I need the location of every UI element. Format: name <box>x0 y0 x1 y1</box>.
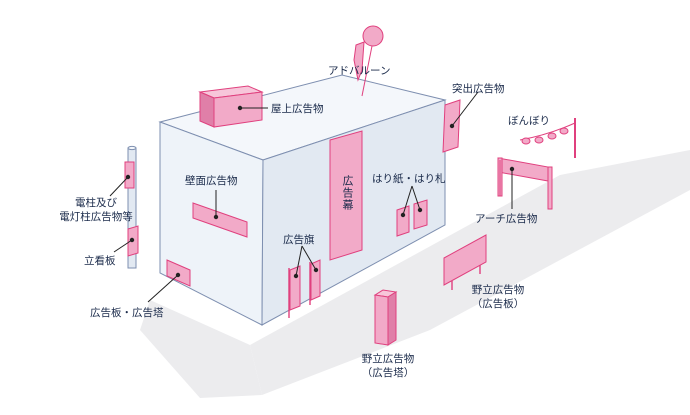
label-wall-ad: 壁面広告物 <box>185 175 238 187</box>
label-banner-curtain: 広告幕 <box>341 175 354 211</box>
label-ad-flag: 広告旗 <box>283 234 315 246</box>
banner-curtain <box>329 130 363 261</box>
label-standing-sign: 立看板 <box>84 255 116 267</box>
arch-ad <box>497 157 553 210</box>
label-field-tower: 野立広告物 （広告塔） <box>348 352 428 380</box>
poster-left <box>396 205 410 237</box>
field-tower <box>373 289 398 346</box>
rooftop-ad <box>198 85 264 128</box>
label-field-board: 野立広告物 （広告板） <box>458 283 538 311</box>
ad-balloon <box>353 25 384 97</box>
utility-pole <box>124 145 137 269</box>
bonbori-lanterns <box>519 118 576 158</box>
ground-shadow-road <box>250 150 690 395</box>
label-pole-ad-line2: 電灯柱広告物等 <box>59 211 133 223</box>
label-field-board-line2: （広告板） <box>471 298 525 310</box>
label-field-board-line1: 野立広告物 <box>471 284 525 296</box>
label-bonbori: ぼんぼり <box>508 115 550 127</box>
label-field-tower-line2: （広告塔） <box>361 367 415 379</box>
field-billboard <box>443 234 487 290</box>
label-field-tower-line1: 野立広告物 <box>361 353 415 365</box>
label-pole-ad-line1: 電柱及び <box>75 197 117 209</box>
label-posters: はり紙・はり札 <box>372 173 446 185</box>
label-rooftop-ad: 屋上広告物 <box>271 103 324 115</box>
label-ad-balloon: アドバルーン <box>328 65 391 77</box>
poster-right <box>413 199 428 230</box>
ground-shadow <box>140 300 262 398</box>
label-protruding-ad: 突出広告物 <box>452 83 505 95</box>
label-arch-ad: アーチ広告物 <box>475 213 538 225</box>
wall-ad <box>192 202 248 238</box>
label-billboard-tower: 広告板・広告塔 <box>90 307 164 319</box>
label-pole-ad: 電柱及び 電灯柱広告物等 <box>42 196 150 224</box>
